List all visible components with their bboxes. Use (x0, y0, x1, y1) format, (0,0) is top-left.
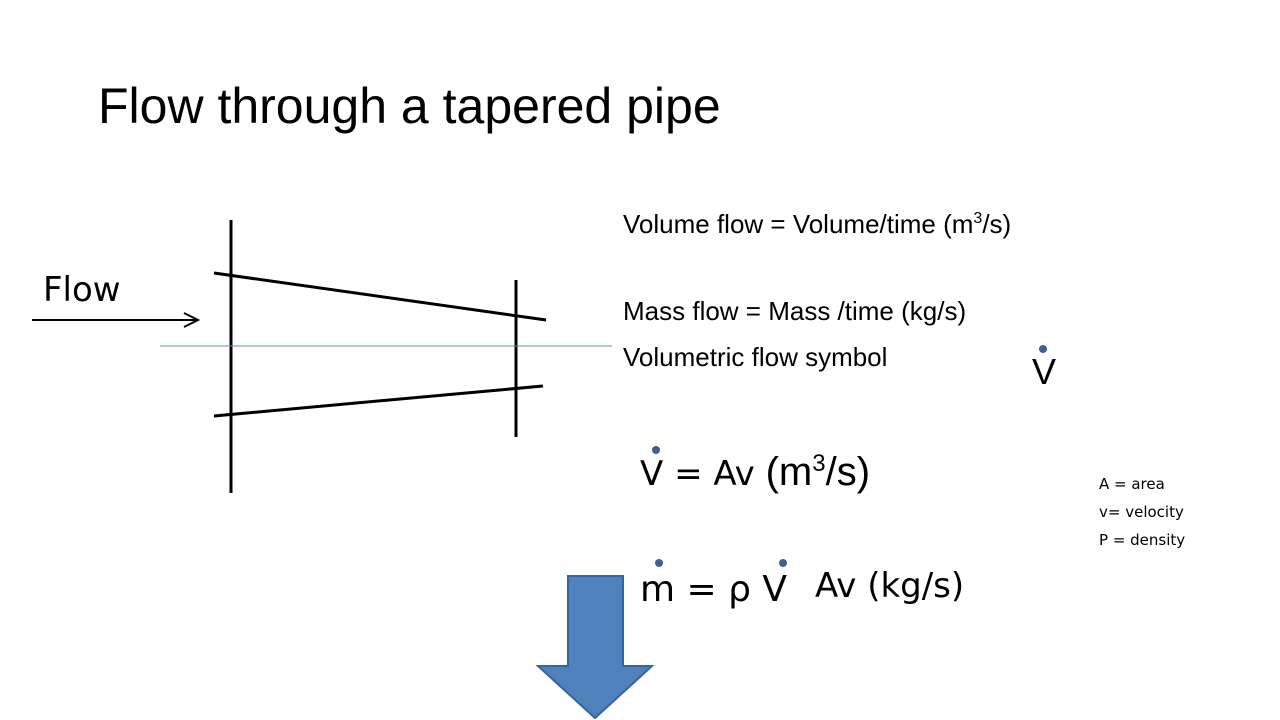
eq2-rhs: Av (kg/s) (815, 566, 965, 606)
volume-flow-text-end: /s) (982, 209, 1012, 239)
flow-arrow-head (183, 312, 201, 328)
eq2-v-dot (779, 559, 787, 567)
volumetric-symbol-label: Volumetric flow symbol (623, 342, 888, 372)
eq2-v: V (762, 569, 788, 610)
eq1-lhs: V (640, 454, 664, 494)
legend-item: P = density (1099, 531, 1186, 549)
volume-flow-exponent: 3 (973, 210, 983, 227)
eq1-rhs: = Av (663, 454, 766, 494)
volumetric-flow-symbol: V (1032, 351, 1057, 392)
variable-legend: A = area v= velocity P = density (1099, 470, 1185, 554)
eq1-dot (652, 446, 660, 454)
page-title: Flow through a tapered pipe (98, 78, 721, 134)
volume-flow-text: Volume flow = Volume/time (m (623, 209, 974, 239)
eq1-unit-exponent: 3 (812, 450, 826, 477)
volume-flow-definition: Volume flow = Volume/time (m3/s) (623, 209, 1011, 239)
eq2-lhs: m = ρ (640, 569, 763, 610)
legend-item: A = area (1099, 475, 1165, 493)
symbol-dot (1039, 345, 1047, 353)
eq1-unit: (m3/s) (765, 450, 871, 494)
pipe-bottom-wall (213, 384, 544, 418)
pipe-top-wall (213, 271, 547, 322)
eq2-m-dot (655, 559, 663, 567)
mass-flow-equation: m = ρ V (640, 568, 787, 612)
legend-item: v= velocity (1099, 503, 1184, 521)
volumetric-flow-equation: V = Av (m3/s) (640, 450, 871, 495)
flow-label: Flow (43, 270, 121, 310)
mass-flow-definition: Mass flow = Mass /time (kg/s) (623, 296, 967, 326)
down-arrow (535, 575, 655, 720)
